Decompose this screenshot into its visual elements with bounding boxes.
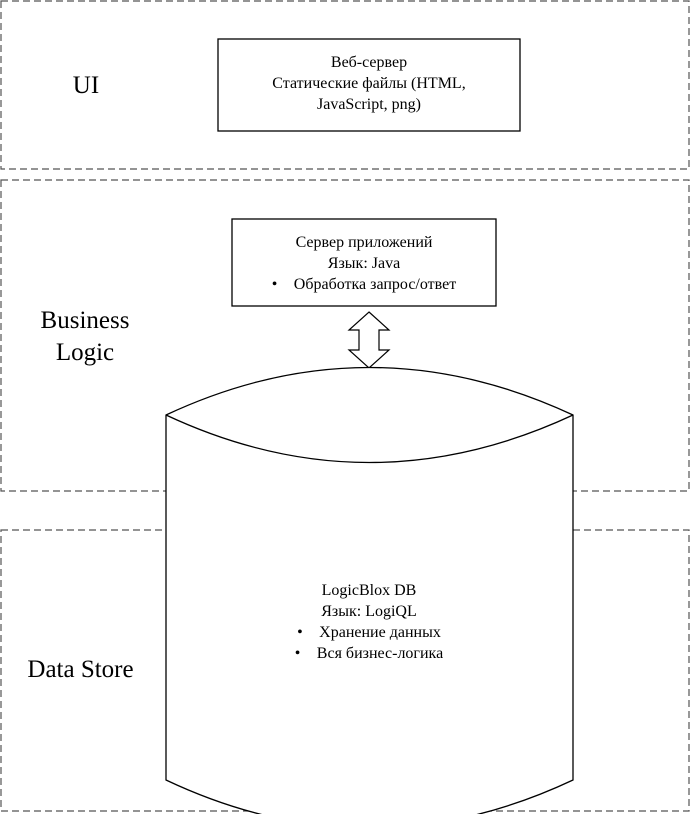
database-cylinder bbox=[165, 366, 574, 814]
database-language: Язык: LogiQL bbox=[321, 603, 417, 620]
double-arrow-icon bbox=[347, 311, 391, 369]
app-server-title: Сервер приложений bbox=[295, 234, 433, 251]
web-server-box bbox=[217, 38, 521, 132]
database-title: LogicBlox DB bbox=[321, 582, 417, 599]
database-cylinder-top-rim bbox=[165, 414, 574, 464]
data-store-layer-label: Data Store bbox=[27, 656, 134, 683]
database-bullet-1: Хранение данных bbox=[266, 622, 472, 643]
app-server-language: Язык: Java bbox=[327, 255, 401, 272]
web-server-title: Веб-сервер bbox=[330, 54, 408, 71]
database-bullet-2: Вся бизнес-логика bbox=[266, 643, 472, 664]
app-server-bullet-1: Обработка запрос/ответ bbox=[232, 274, 496, 295]
web-server-text: Веб-сервер Статические файлы (HTML, Java… bbox=[218, 52, 520, 115]
business-logic-label-line-2: Logic bbox=[55, 339, 115, 366]
app-server-text: Сервер приложений Язык: Java Обработка з… bbox=[232, 232, 496, 295]
business-logic-layer-label: Business Logic bbox=[30, 305, 140, 369]
ui-zone bbox=[0, 0, 690, 170]
ui-layer-label: UI bbox=[72, 72, 100, 99]
web-server-line-2: JavaScript, png) bbox=[317, 96, 421, 113]
business-logic-label-line-1: Business bbox=[40, 307, 130, 334]
web-server-line-1: Статические файлы (HTML, bbox=[272, 75, 466, 92]
database-text: LogicBlox DB Язык: LogiQL Хранение данны… bbox=[266, 580, 472, 664]
